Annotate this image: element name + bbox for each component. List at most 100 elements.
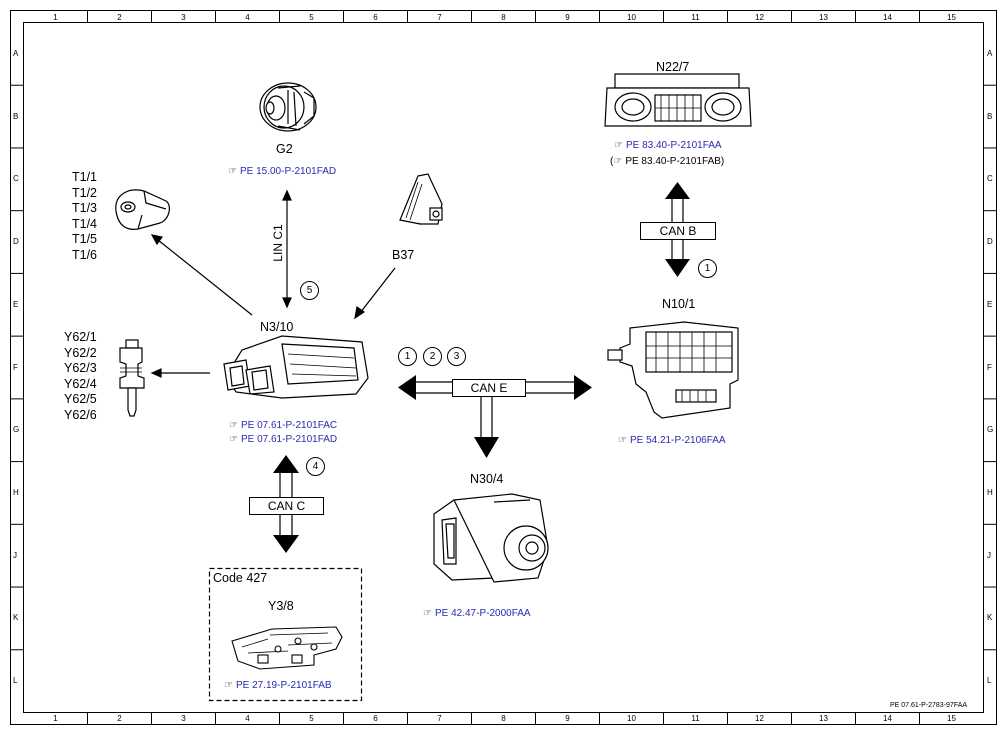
n30-4-reference-link[interactable]: ☞PE 42.47-P-2000FAA — [423, 608, 531, 619]
pointing-hand-icon: ☞ — [228, 166, 237, 177]
grid-column-top-14: 14 — [883, 13, 892, 22]
grid-row-right-J: J — [987, 550, 991, 560]
marker-3-can-e: 3 — [447, 347, 466, 366]
grid-column-bottom-5: 5 — [309, 714, 314, 723]
grid-column-bottom-13: 13 — [819, 714, 828, 723]
grid-column-bottom-1: 1 — [53, 714, 58, 723]
marker-4-can-c: 4 — [306, 457, 325, 476]
n10-1-reference-link[interactable]: ☞PE 54.21-P-2106FAA — [618, 435, 726, 446]
pointing-hand-icon: ☞ — [613, 156, 623, 167]
t1-6-label: T1/6 — [72, 247, 98, 262]
n3-10-reference-link-1[interactable]: ☞PE 07.61-P-2101FAC — [229, 420, 338, 431]
y62-6-label: Y62/6 — [64, 407, 97, 422]
grid-row-left-J: J — [13, 550, 17, 560]
y62-3-label: Y62/3 — [64, 361, 97, 375]
grid-row-left-E: E — [13, 299, 19, 309]
grid-column-top-8: 8 — [501, 13, 506, 22]
n22-7-reference-link-1[interactable]: ☞PE 83.40-P-2101FAA — [614, 140, 722, 151]
grid-row-left-D: D — [13, 237, 19, 247]
grid-row-left-G: G — [13, 425, 20, 435]
t1-1-label: T1/1 — [72, 170, 98, 184]
marker-1-can-e: 1 — [398, 347, 417, 366]
y62-labels: Y62/1 Y62/2 Y62/3 Y62/4 Y62/5 Y62/6 — [64, 330, 97, 423]
grid-column-bottom-14: 14 — [883, 714, 892, 723]
grid-row-left-A: A — [13, 48, 19, 58]
code-427-box — [208, 567, 363, 702]
n22-7-reference-link-2[interactable]: (☞PE 83.40-P-2101FAB) — [610, 156, 725, 167]
grid-column-bottom-7: 7 — [437, 714, 442, 723]
g2-reference-link[interactable]: ☞PE 15.00-P-2101FAD — [228, 166, 337, 177]
t1-2-label: T1/2 — [72, 185, 98, 200]
grid-row-left-H: H — [13, 487, 19, 497]
grid-column-top-13: 13 — [819, 13, 828, 22]
marker-2-can-e: 2 — [423, 347, 442, 366]
accelerator-pedal-sensor-icon — [399, 173, 443, 225]
n3-10-reference-link-2[interactable]: ☞PE 07.61-P-2101FAD — [229, 434, 338, 445]
grid-column-bottom-4: 4 — [245, 714, 250, 723]
grid-column-top-11: 11 — [691, 13, 700, 22]
grid-row-left-L: L — [13, 676, 18, 686]
y62-1-label: Y62/1 — [64, 330, 97, 344]
climate-control-panel-icon — [604, 73, 752, 127]
grid-row-right-L: L — [987, 676, 992, 686]
y62-2-label: Y62/2 — [64, 345, 97, 360]
grid-row-left-B: B — [13, 111, 19, 121]
grid-column-top-9: 9 — [565, 13, 570, 22]
grid-column-top-7: 7 — [437, 13, 442, 22]
grid-column-top-1: 1 — [53, 13, 58, 22]
grid-column-top-3: 3 — [181, 13, 186, 22]
lin-c1-label: LIN C1 — [271, 223, 285, 263]
grid-row-right-E: E — [987, 299, 993, 309]
grid-column-bottom-3: 3 — [181, 714, 186, 723]
grid-row-right-H: H — [987, 487, 993, 497]
grid-row-right-B: B — [987, 111, 993, 121]
n10-1-label: N10/1 — [662, 297, 696, 311]
grid-row-right-A: A — [987, 48, 993, 58]
pointing-hand-icon: ☞ — [229, 420, 238, 431]
t1-5-label: T1/5 — [72, 232, 98, 246]
grid-row-left-C: C — [13, 174, 19, 184]
grid-column-bottom-12: 12 — [755, 714, 764, 723]
grid-column-top-6: 6 — [373, 13, 378, 22]
pointing-hand-icon: ☞ — [229, 434, 238, 445]
grid-column-top-12: 12 — [755, 13, 764, 22]
transmission-control-unit-icon — [231, 626, 343, 670]
t1-3-label: T1/3 — [72, 201, 98, 215]
document-id: PE 07.61-P-2783-97FAA — [890, 702, 968, 709]
sam-control-unit-icon — [607, 321, 739, 419]
grid-column-top-5: 5 — [309, 13, 314, 22]
ignition-coil-icon — [115, 189, 170, 230]
grid-row-left-K: K — [13, 613, 19, 623]
n30-4-label: N30/4 — [470, 472, 504, 486]
t1-labels: T1/1 T1/2 T1/3 T1/4 T1/5 T1/6 — [72, 170, 97, 263]
fuel-injector-icon — [119, 339, 145, 417]
esp-control-unit-icon — [433, 493, 549, 583]
engine-control-unit-icon — [223, 335, 369, 399]
pointing-hand-icon: ☞ — [224, 680, 233, 691]
y3-8-reference-link[interactable]: ☞PE 27.19-P-2101FAB — [224, 680, 332, 691]
grid-column-top-10: 10 — [627, 13, 636, 22]
grid-column-bottom-9: 9 — [565, 714, 570, 723]
grid-border-ticks — [10, 10, 997, 725]
grid-column-bottom-8: 8 — [501, 714, 506, 723]
y3-8-label: Y3/8 — [268, 599, 294, 613]
grid-column-bottom-15: 15 — [947, 714, 956, 723]
can-e-arrow — [398, 375, 592, 458]
t1-4-label: T1/4 — [72, 216, 98, 231]
grid-column-top-15: 15 — [947, 13, 956, 22]
grid-row-right-F: F — [987, 362, 992, 372]
marker-1-can-b: 1 — [698, 259, 717, 278]
n3-10-label: N3/10 — [260, 320, 294, 334]
can-c-label: CAN C — [249, 497, 324, 515]
grid-row-right-D: D — [987, 237, 993, 247]
grid-row-right-K: K — [987, 613, 993, 623]
code-427-label: Code 427 — [213, 571, 268, 585]
grid-column-top-4: 4 — [245, 13, 250, 22]
n22-7-label: N22/7 — [656, 60, 690, 74]
can-b-label: CAN B — [640, 222, 716, 240]
y62-5-label: Y62/5 — [64, 392, 97, 406]
grid-column-bottom-6: 6 — [373, 714, 378, 723]
marker-5: 5 — [300, 281, 319, 300]
grid-row-right-G: G — [987, 425, 994, 435]
can-e-label: CAN E — [452, 379, 526, 397]
